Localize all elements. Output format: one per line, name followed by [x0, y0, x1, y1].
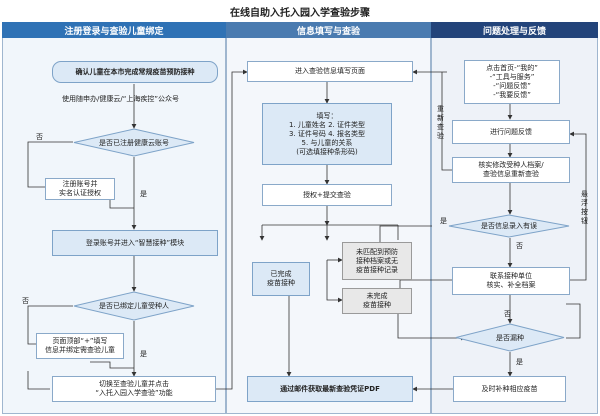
column-2-area [226, 22, 431, 414]
app-note: 使用随申办/健康云/“上海疾控”公众号 [62, 95, 179, 103]
column-3-header: 问题处理与反馈 [431, 22, 598, 38]
label-no-1: 否 [36, 133, 43, 141]
column-2-header: 信息填写与查验 [226, 22, 431, 38]
not-vaccinated-box: 未完成 疫苗接种 [342, 288, 412, 314]
label-yes-1: 是 [140, 190, 147, 198]
no-record-box: 未匹配到预防 接种档案或无 疫苗接种记录 [342, 242, 412, 280]
form-box: 填写： 1. 儿童姓名 2. 证件类型 3. 证件号码 4. 报名类型 5. 与… [262, 103, 392, 165]
switch-box: 切换至查验儿童并点击 “入托入园入学查验”功能 [52, 376, 216, 402]
label-yes-3: 是 [440, 217, 447, 225]
decision-bound: 是否已绑定儿童受种人 [73, 291, 195, 321]
label-yes-4: 是 [516, 358, 523, 366]
recheck-label: 重 新 查 验 [437, 105, 444, 140]
decision-registered-label: 是否已注册健康云账号 [99, 138, 169, 147]
label-no-4: 否 [504, 310, 511, 318]
label-no-3: 否 [516, 242, 523, 250]
decision-registered: 是否已注册健康云账号 [73, 128, 195, 157]
vaccinated-box: 已完成 疫苗接种 [252, 262, 310, 296]
verify-box: 核实修改受种人档案/ 查验信息重新查验 [452, 157, 570, 183]
feedback-box: 进行问题反馈 [452, 120, 570, 144]
diagram-title: 在线自助入托入园入学查验步骤 [230, 8, 370, 19]
decision-entry-error: 是否信息录入有误 [448, 214, 570, 238]
enter-form-box: 进入查验信息填写页面 [247, 61, 413, 82]
register-box: 注册账号并 实名认证授权 [45, 178, 115, 200]
final-box: 通过邮件获取最新查验凭证PDF [247, 376, 413, 402]
decision-entry-error-label: 是否信息录入有误 [481, 222, 537, 230]
start-box: 确认儿童在本市完成常规疫苗预防接种 [52, 61, 218, 83]
bind-box: 页面顶部“+”填写 信息并绑定需查验儿童 [36, 333, 124, 359]
revaccinate-box: 及时补种相应疫苗 [453, 376, 566, 402]
decision-missed-label: 是否漏种 [496, 333, 524, 342]
column-1-header: 注册登录与查验儿童绑定 [2, 22, 226, 38]
contact-box: 联系接种单位 核实、补全档案 [452, 267, 570, 295]
decision-bound-label: 是否已绑定儿童受种人 [99, 302, 169, 310]
decision-missed: 是否漏种 [455, 323, 565, 352]
label-no-2: 否 [22, 297, 29, 305]
login-box: 登录账号并进入“智慧接种”模块 [52, 230, 218, 256]
submit-box: 授权+提交查验 [262, 184, 392, 206]
home-steps-box: 点击首页-“我的” -“工具与服务” -“问题反馈” -“我要反馈” [464, 60, 560, 104]
float-button-label: 悬 浮 按 钮 [581, 190, 588, 225]
label-yes-2: 是 [140, 350, 147, 358]
